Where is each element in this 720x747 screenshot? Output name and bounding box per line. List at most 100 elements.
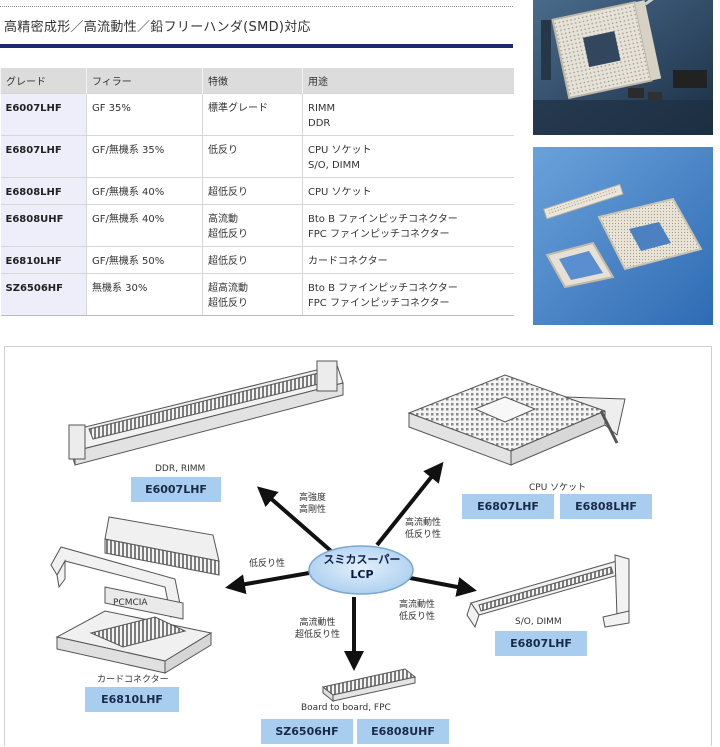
grade-box-e6808lhf: E6808LHF xyxy=(560,494,652,519)
center-label-line: スミカスーパー xyxy=(323,553,401,566)
table-row: E6807LHF GF/無機系 35% 低反り CPU ソケット S/O, DIM… xyxy=(0,135,514,178)
grade-box-e6810lhf: E6810LHF xyxy=(85,687,179,712)
feature-line: 超低反り xyxy=(208,187,248,198)
property-line: 低反り性 xyxy=(249,559,286,569)
arrow-to-sodimm xyxy=(404,575,477,597)
sodimm-illustration xyxy=(466,554,630,629)
feature-line: 超高流動 xyxy=(208,283,248,294)
card-properties: 低反り性 xyxy=(249,558,285,570)
property-line: 超低反り性 xyxy=(295,630,341,640)
use-line: CPU ソケット xyxy=(308,187,372,198)
grade-cell: E6808UHF xyxy=(0,204,87,247)
feature-cell: 超高流動超低反り xyxy=(202,273,303,316)
ddr-rimm-label: DDR, RIMM xyxy=(155,464,206,474)
cpu-socket-illustration xyxy=(407,374,626,466)
use-line: S/O, DIMM xyxy=(308,160,360,171)
grade-spec-table: グレード フィラー 特徴 用途 E6007LHF GF 35% 標準グレード R… xyxy=(0,68,514,316)
property-line: 高強度 xyxy=(299,493,327,503)
center-label-line: LCP xyxy=(350,568,374,581)
use-line: RIMM xyxy=(308,103,336,114)
feature-line: 標準グレード xyxy=(208,103,268,114)
use-line: Bto B ファインピッチコネクター xyxy=(308,283,458,294)
grade-cell: E6810LHF xyxy=(0,246,87,274)
property-line: 高流動性 xyxy=(405,518,442,528)
property-line: 高流動性 xyxy=(399,600,436,610)
property-line: 高剛性 xyxy=(299,505,327,515)
feature-line: 低反り xyxy=(208,145,238,156)
ddr-rimm-illustration xyxy=(68,360,344,466)
arrow-to-card xyxy=(225,571,310,595)
column-header-feature: 特徴 xyxy=(202,68,303,94)
feature-line: 高流動 xyxy=(208,214,238,225)
use-line: DDR xyxy=(308,118,331,129)
grade-box-e6007lhf: E6007LHF xyxy=(131,477,221,502)
table-row: E6808LHF GF/無機系 40% 超低反り CPU ソケット xyxy=(0,177,514,205)
board-to-board-label: Board to board, FPC xyxy=(301,703,391,713)
column-header-filler: フィラー xyxy=(86,68,203,94)
table-row: E6007LHF GF 35% 標準グレード RIMM DDR xyxy=(0,93,514,136)
cpu-properties: 高流動性 低反り性 xyxy=(405,517,441,541)
use-line: Bto B ファインピッチコネクター xyxy=(308,214,458,225)
arrow-to-ddr xyxy=(256,486,333,553)
use-line: FPC ファインピッチコネクター xyxy=(308,229,450,240)
diagram-artwork xyxy=(50,360,630,703)
filler-cell: GF 35% xyxy=(86,93,203,136)
column-header-grade: グレード xyxy=(0,68,87,94)
property-line: 高流動性 xyxy=(299,618,336,628)
cpu-socket-label: CPU ソケット xyxy=(529,483,587,493)
use-cell: Bto B ファインピッチコネクター FPC ファインピッチコネクター xyxy=(302,273,514,316)
grade-box-e6807lhf: E6807LHF xyxy=(462,494,554,519)
card-connector-illustration xyxy=(55,586,213,674)
sodimm-label: S/O, DIMM xyxy=(515,617,562,627)
grade-box-e6808uhf: E6808UHF xyxy=(357,719,449,744)
grade-box-sz6506hf: SZ6506HF xyxy=(261,719,353,744)
board-properties: 高流動性 超低反り性 xyxy=(295,617,340,641)
feature-line: 超低反り xyxy=(208,298,248,309)
cpu-socket-photo xyxy=(533,0,713,135)
feature-cell: 標準グレード xyxy=(202,93,303,136)
feature-line: 超低反り xyxy=(208,256,248,267)
use-cell: カードコネクター xyxy=(302,246,514,274)
table-row: E6808UHF GF/無機系 40% 高流動超低反り Bto B ファインピッ… xyxy=(0,204,514,247)
ddr-properties: 高強度 高剛性 xyxy=(299,492,326,516)
table-row: SZ6506HF 無機系 30% 超高流動超低反り Bto B ファインピッチコ… xyxy=(0,273,514,316)
grade-cell: E6807LHF xyxy=(0,135,87,178)
grade-cell: E6808LHF xyxy=(0,177,87,205)
pcmcia-illustration xyxy=(50,516,220,618)
use-line: CPU ソケット xyxy=(308,145,372,156)
filler-cell: 無機系 30% xyxy=(86,273,203,316)
page-title: 高精密成形／高流動性／鉛フリーハンダ(SMD)対応 xyxy=(4,20,311,35)
table-header-row: グレード フィラー 特徴 用途 xyxy=(0,68,514,94)
dotted-rule xyxy=(0,6,513,7)
application-diagram: スミカスーパー LCP DDR, RIMM E6007LHF 高強度 高剛性 C… xyxy=(4,346,712,746)
grade-cell: E6007LHF xyxy=(0,93,87,136)
filler-cell: GF/無機系 40% xyxy=(86,204,203,247)
use-cell: CPU ソケット S/O, DIMM xyxy=(302,135,514,178)
property-line: 低反り性 xyxy=(399,612,436,622)
filler-cell: GF/無機系 35% xyxy=(86,135,203,178)
use-cell: CPU ソケット xyxy=(302,177,514,205)
pcmcia-label: PCMCIA xyxy=(113,598,148,608)
property-line: 低反り性 xyxy=(405,530,442,540)
top-section: 高精密成形／高流動性／鉛フリーハンダ(SMD)対応 グレード フィラー 特徴 用… xyxy=(0,0,720,330)
sodimm-properties: 高流動性 低反り性 xyxy=(399,599,435,623)
grade-box-e6807lhf-sodimm: E6807LHF xyxy=(495,631,587,656)
grade-cell: SZ6506HF xyxy=(0,273,87,316)
column-header-use: 用途 xyxy=(302,68,514,94)
feature-line: 超低反り xyxy=(208,229,248,240)
board-to-board-illustration xyxy=(321,668,417,703)
feature-cell: 高流動超低反り xyxy=(202,204,303,247)
feature-cell: 低反り xyxy=(202,135,303,178)
center-ellipse xyxy=(308,545,414,595)
filler-cell: GF/無機系 50% xyxy=(86,246,203,274)
arrows xyxy=(225,461,477,671)
connector-parts-photo xyxy=(533,147,713,325)
filler-cell: GF/無機系 40% xyxy=(86,177,203,205)
use-line: カードコネクター xyxy=(308,256,388,267)
feature-cell: 超低反り xyxy=(202,177,303,205)
title-underline xyxy=(0,44,513,48)
use-line: FPC ファインピッチコネクター xyxy=(308,298,450,309)
use-cell: Bto B ファインピッチコネクター FPC ファインピッチコネクター xyxy=(302,204,514,247)
use-cell: RIMM DDR xyxy=(302,93,514,136)
card-connector-label: カードコネクター xyxy=(97,675,169,685)
